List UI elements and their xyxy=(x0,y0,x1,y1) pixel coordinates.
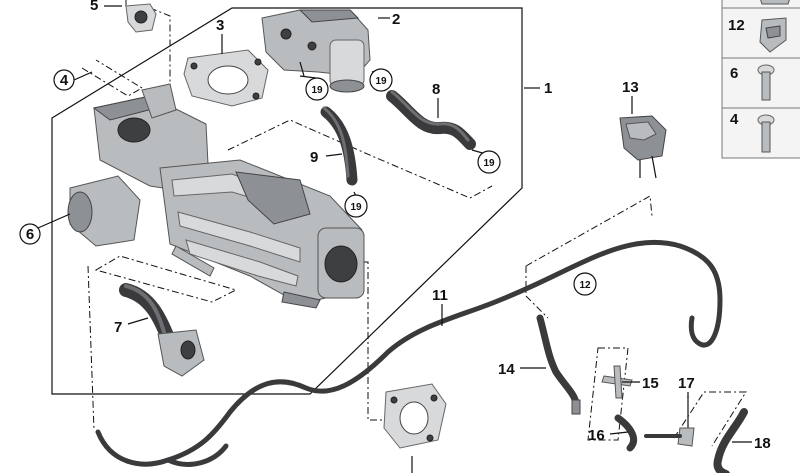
callout-11: 11 xyxy=(432,287,448,304)
leader-4 xyxy=(73,71,93,81)
callout-3: 3 xyxy=(216,17,224,34)
gasket-bottom xyxy=(383,383,447,449)
side-parts-panel: 12 6 4 xyxy=(721,0,800,159)
connector-17 xyxy=(644,396,695,447)
svg-text:12: 12 xyxy=(728,17,745,34)
leader-6 xyxy=(37,213,71,229)
callout-8: 8 xyxy=(432,81,440,98)
svg-text:4: 4 xyxy=(730,111,739,128)
group-hose-14-15 xyxy=(587,347,629,441)
svg-text:6: 6 xyxy=(26,226,34,243)
leader-9 xyxy=(325,153,343,157)
group-gasket-5 xyxy=(125,0,171,88)
callout-19c-circle: 19 xyxy=(477,150,501,174)
svg-text:6: 6 xyxy=(730,65,738,82)
hose-18 xyxy=(713,408,748,473)
callout-13: 13 xyxy=(622,79,639,96)
panel-row-bolt-6: 6 xyxy=(730,64,775,101)
hose-14 xyxy=(536,314,581,415)
svg-text:19: 19 xyxy=(311,85,323,96)
callout-2: 2 xyxy=(392,11,400,28)
vacuum-line-11 xyxy=(95,239,723,467)
svg-text:19: 19 xyxy=(350,202,362,213)
group-hose-9 xyxy=(227,119,493,199)
callout-19d-circle: 19 xyxy=(344,194,368,218)
panel-row-top-part xyxy=(760,0,790,5)
callout-9: 9 xyxy=(310,149,318,166)
t-connector-15 xyxy=(601,365,633,399)
group-hose-7 xyxy=(94,255,238,303)
gasket-5 xyxy=(125,3,157,33)
callout-19a-circle: 19 xyxy=(305,77,329,101)
callout-17: 17 xyxy=(678,375,695,392)
assembly-frame xyxy=(51,7,523,395)
vacuum-converter-13 xyxy=(619,115,667,179)
callout-18: 18 xyxy=(754,435,771,452)
hose-8 xyxy=(386,90,476,150)
callout-6-circle: 6 xyxy=(19,223,41,245)
callout-7: 7 xyxy=(114,319,122,336)
group-hose-11-left xyxy=(87,265,95,431)
group-gasket-4 xyxy=(81,59,143,97)
egr-valve-2 xyxy=(261,9,371,93)
callout-15: 15 xyxy=(642,375,659,392)
callout-5: 5 xyxy=(90,0,98,14)
callout-19b-circle: 19 xyxy=(369,68,393,92)
hose-16 xyxy=(614,414,637,452)
callout-1: 1 xyxy=(544,80,552,97)
egr-cooler-module xyxy=(67,83,365,309)
callout-12-circle: 12 xyxy=(573,272,597,296)
hose-9 xyxy=(320,106,358,186)
gasket-3 xyxy=(183,49,269,107)
leader-16 xyxy=(609,431,629,435)
group-part-17-18 xyxy=(673,391,747,447)
svg-text:19: 19 xyxy=(483,158,495,169)
svg-text:12: 12 xyxy=(579,280,591,291)
hose-7 xyxy=(119,283,205,377)
svg-text:4: 4 xyxy=(60,72,69,89)
callout-14: 14 xyxy=(498,361,515,378)
group-hose-12 xyxy=(525,195,653,319)
callout-16: 16 xyxy=(588,427,605,444)
panel-row-clip: 12 xyxy=(728,17,787,53)
callout-4-circle: 4 xyxy=(53,69,75,91)
leader-19a xyxy=(299,75,317,79)
svg-text:19: 19 xyxy=(375,76,387,87)
panel-row-bolt-4: 4 xyxy=(730,111,775,153)
leader-7 xyxy=(127,317,149,325)
